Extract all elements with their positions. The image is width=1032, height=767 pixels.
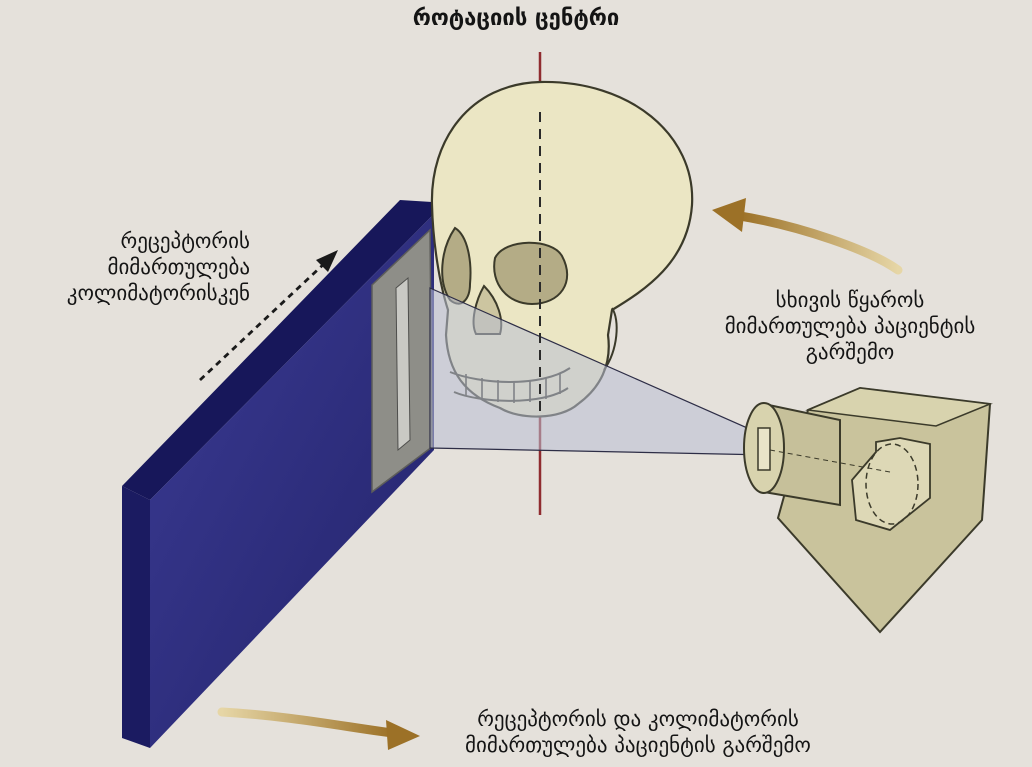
source-rotation-arrow	[712, 198, 898, 270]
receptor-slit	[396, 278, 410, 450]
receptor-movement-label: რეცეპტორის მიმართულება კოლიმატორისკენ	[20, 228, 250, 306]
rotation-center-label: როტაციის ცენტრი	[0, 6, 1032, 32]
receptor-collimator-movement-label: რეცეპტორის და კოლიმატორის მიმართულება პა…	[418, 706, 858, 758]
receptor-movement-line-1: რეცეპტორის	[20, 228, 250, 254]
receptor-collimator-rotation-arrow	[222, 712, 420, 750]
source-movement-label: სხივის წყაროს მიმართულება პაციენტის გარშ…	[700, 287, 1000, 365]
receptor-collimator-line-2: მიმართულება პაციენტის გარშემო	[418, 732, 858, 758]
xray-source	[744, 388, 990, 632]
receptor-collimator-line-1: რეცეპტორის და კოლიმატორის	[418, 706, 858, 732]
source-movement-line-2: მიმართულება პაციენტის	[700, 313, 1000, 339]
source-movement-line-1: სხივის წყაროს	[700, 287, 1000, 313]
receptor-movement-line-2: მიმართულება	[20, 254, 250, 280]
receptor-movement-line-3: კოლიმატორისკენ	[20, 280, 250, 306]
source-movement-line-3: გარშემო	[700, 339, 1000, 365]
